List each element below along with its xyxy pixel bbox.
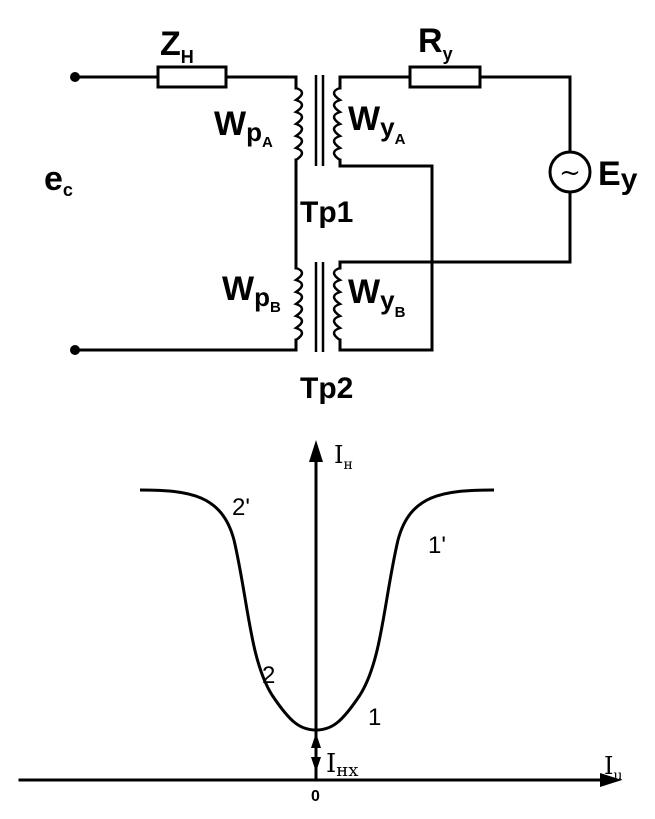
load-impedance-label: ZH bbox=[160, 25, 194, 67]
branch-label-2-prime: 2' bbox=[232, 494, 250, 521]
x-axis-label: Iu bbox=[604, 752, 623, 784]
branch-label-1: 1 bbox=[368, 704, 381, 731]
source-emf-label: ec bbox=[44, 160, 73, 200]
branch-label-2: 2 bbox=[262, 662, 275, 689]
core-1-label: Tp1 bbox=[300, 196, 353, 229]
characteristic-graph bbox=[18, 440, 622, 787]
winding-p-a-label: WpA bbox=[214, 105, 273, 151]
primary-winding-a bbox=[293, 86, 304, 162]
y-axis-label: Iн bbox=[334, 441, 353, 473]
arrow-up-icon bbox=[311, 733, 321, 748]
control-resistor bbox=[408, 65, 482, 89]
control-winding-a bbox=[332, 86, 343, 162]
winding-y-a-label: WyA bbox=[348, 100, 406, 148]
wire bbox=[338, 158, 434, 352]
load-resistor bbox=[156, 65, 228, 89]
y-axis-arrow-icon bbox=[309, 440, 323, 462]
wire bbox=[478, 75, 572, 154]
x-axis-arrow-icon bbox=[600, 773, 622, 787]
control-winding-b bbox=[332, 266, 343, 342]
branch-label-1-prime: 1' bbox=[428, 532, 446, 559]
characteristic-curve bbox=[139, 488, 495, 732]
core-2-label: Tp2 bbox=[300, 372, 353, 405]
ac-symbol: ~ bbox=[559, 158, 581, 188]
arrow-down-icon bbox=[311, 757, 321, 772]
circuit-diagram: ~ bbox=[70, 65, 592, 355]
control-resistor-label: Ry bbox=[418, 22, 453, 64]
winding-p-b-label: WpB bbox=[222, 270, 281, 316]
winding-y-b-label: WyB bbox=[348, 273, 406, 321]
control-emf-label: Ey bbox=[598, 155, 638, 196]
idle-current-label: Iнx bbox=[326, 749, 358, 781]
ac-source-icon bbox=[548, 150, 592, 194]
origin-label: 0 bbox=[311, 788, 320, 805]
primary-winding-b bbox=[293, 266, 304, 342]
wire bbox=[338, 190, 572, 264]
